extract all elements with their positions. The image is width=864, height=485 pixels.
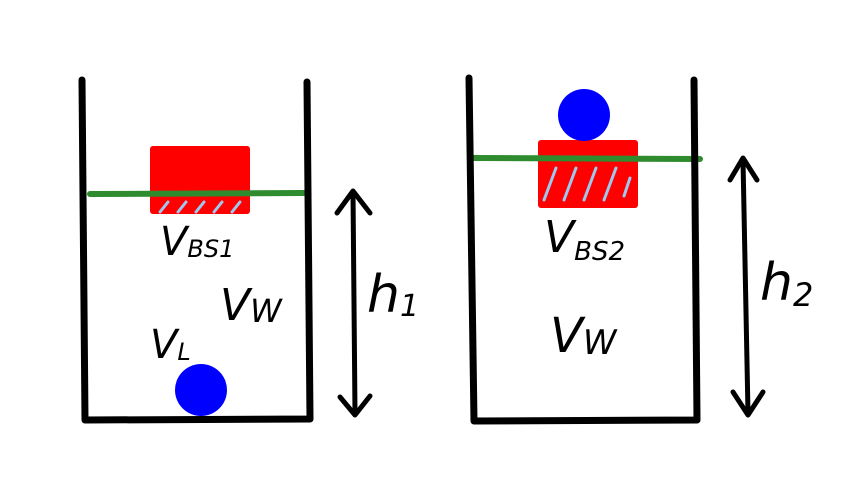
left-submerged-hatch bbox=[158, 200, 242, 214]
right-height-arrow bbox=[727, 155, 766, 418]
left-sunken-ball bbox=[175, 364, 227, 416]
left-container bbox=[78, 76, 314, 424]
left-water-volume-label: VW bbox=[220, 280, 283, 331]
right-floating-ball bbox=[558, 89, 610, 141]
right-submerged-volume-label: VBS2 bbox=[544, 212, 625, 267]
right-scene: VBS2 VW h2 bbox=[465, 74, 813, 425]
left-height-label: h1 bbox=[367, 265, 419, 325]
right-water-volume-label: VW bbox=[550, 308, 618, 364]
right-height-label: h2 bbox=[760, 253, 813, 314]
right-submerged-hatch bbox=[542, 166, 632, 202]
left-floating-block bbox=[150, 146, 250, 214]
left-water-line bbox=[87, 190, 307, 197]
right-water-line bbox=[469, 155, 703, 162]
left-ball-volume-label: VL bbox=[150, 322, 191, 368]
left-scene: VBS1 VW VL h1 bbox=[78, 76, 419, 424]
right-container bbox=[465, 74, 701, 425]
left-submerged-volume-label: VBS1 bbox=[160, 219, 234, 265]
left-height-arrow bbox=[334, 188, 373, 418]
